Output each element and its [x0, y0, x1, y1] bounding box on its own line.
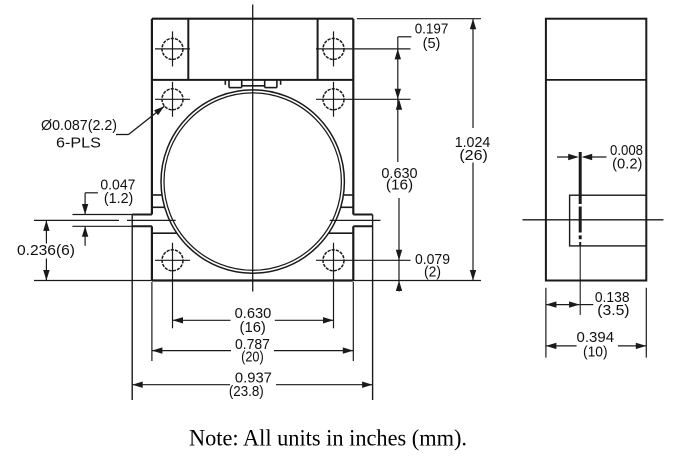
svg-text:6-PLS: 6-PLS — [56, 135, 101, 151]
svg-text:0.630: 0.630 — [235, 306, 272, 322]
svg-text:Note: All units in inches (mm): Note: All units in inches (mm). — [189, 426, 467, 452]
svg-text:Ø0.087(2.2): Ø0.087(2.2) — [41, 118, 117, 134]
svg-text:(2): (2) — [424, 265, 441, 281]
svg-text:(3.5): (3.5) — [597, 303, 629, 319]
svg-text:(23.8): (23.8) — [229, 384, 264, 400]
svg-text:(5): (5) — [423, 36, 441, 52]
svg-text:0.008: 0.008 — [610, 143, 643, 159]
svg-text:0.138: 0.138 — [595, 290, 630, 306]
svg-text:(26): (26) — [459, 148, 488, 164]
svg-text:0.047: 0.047 — [100, 177, 135, 193]
svg-text:0.787: 0.787 — [235, 337, 270, 353]
svg-text:(20): (20) — [241, 350, 264, 366]
svg-text:0.630: 0.630 — [381, 166, 417, 182]
svg-text:(10): (10) — [583, 344, 608, 360]
svg-text:0.937: 0.937 — [235, 371, 272, 387]
svg-text:0.394: 0.394 — [577, 330, 615, 346]
svg-text:(0.2): (0.2) — [612, 157, 642, 173]
svg-text:0.079: 0.079 — [415, 252, 450, 268]
svg-text:(1.2): (1.2) — [104, 191, 133, 207]
svg-text:0.236(6): 0.236(6) — [17, 243, 75, 259]
svg-text:(16): (16) — [386, 178, 413, 194]
svg-text:1.024: 1.024 — [455, 135, 491, 151]
svg-text:(16): (16) — [240, 320, 266, 336]
svg-text:0.197: 0.197 — [415, 22, 449, 38]
